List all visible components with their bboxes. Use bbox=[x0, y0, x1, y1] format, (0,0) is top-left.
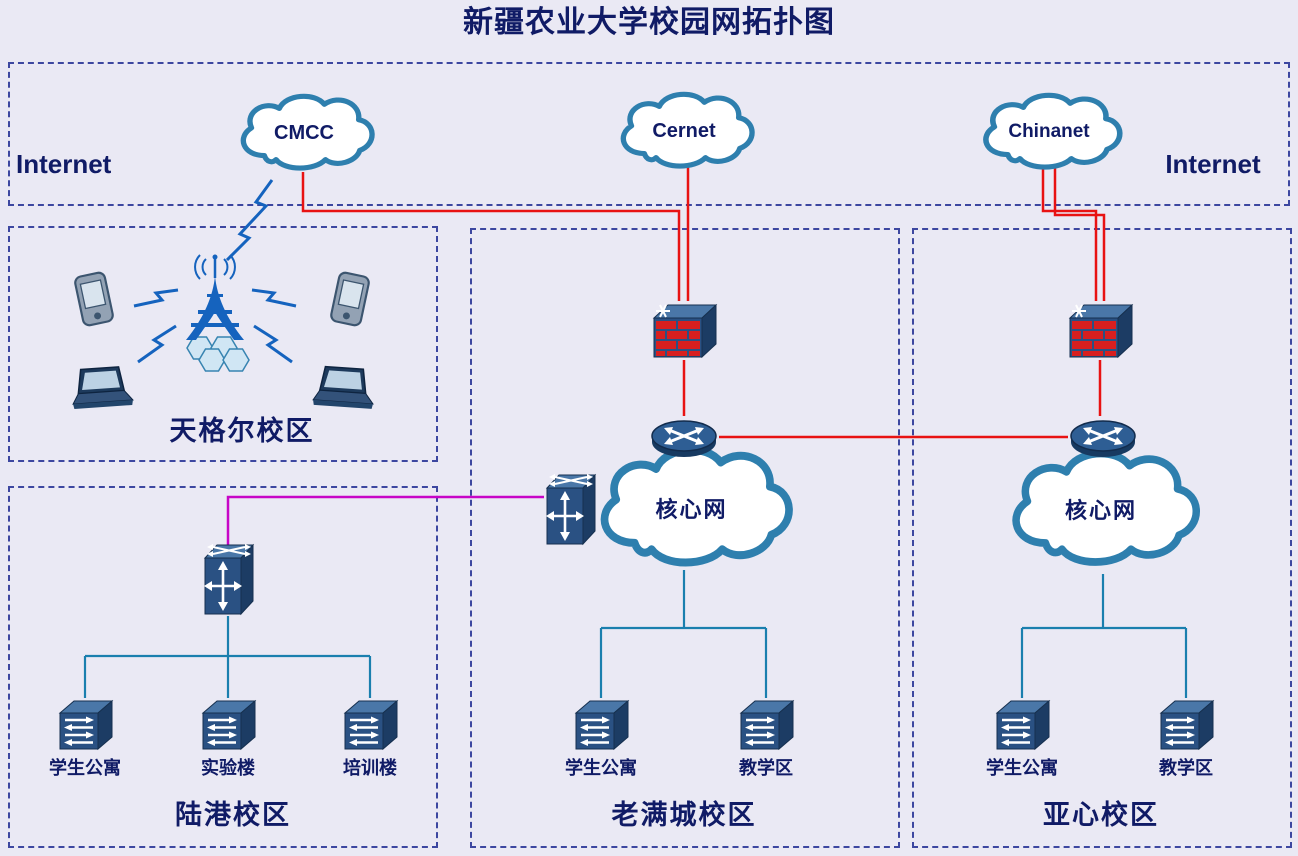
core-cloud-yaxin: 核心网 bbox=[996, 444, 1206, 574]
internet-label-right: Internet bbox=[1165, 149, 1261, 179]
distribution-switch-icon-lugang bbox=[200, 538, 258, 622]
switch-label-laomancheng-2: 教学区 bbox=[739, 758, 793, 778]
access-switch-icon-lugang-3 bbox=[340, 696, 402, 754]
pda-icon-right bbox=[325, 268, 375, 329]
router-icon-laomancheng bbox=[649, 414, 719, 462]
switch-label-laomancheng-1: 学生公寓 bbox=[565, 758, 637, 778]
cloud-shape bbox=[620, 91, 755, 169]
access-switch-icon-laomancheng-2 bbox=[736, 696, 798, 754]
switch-label-yaxin-1: 学生公寓 bbox=[986, 758, 1058, 778]
cloud-shape bbox=[240, 93, 375, 171]
access-switch-icon-lugang-1 bbox=[55, 696, 117, 754]
access-switch-icon-laomancheng-1 bbox=[571, 696, 633, 754]
lugang-campus-box bbox=[8, 486, 438, 848]
core-cloud-laomancheng-label: 核心网 bbox=[655, 496, 728, 522]
campus-label-tianger: 天格尔校区 bbox=[169, 416, 315, 446]
laptop-icon-left bbox=[70, 364, 137, 412]
access-switch-icon-yaxin-2 bbox=[1156, 696, 1218, 754]
access-switch-icon-lugang-2 bbox=[198, 696, 260, 754]
page-title: 新疆农业大学校园网拓扑图 bbox=[463, 6, 835, 39]
access-switch-icon-yaxin-1 bbox=[992, 696, 1054, 754]
switch-label-yaxin-2: 教学区 bbox=[1159, 758, 1213, 778]
cloud-cmcc: CMCC bbox=[229, 90, 379, 176]
cloud-cernet: Cernet bbox=[609, 88, 759, 174]
switch-label-lugang-3: 培训楼 bbox=[343, 758, 397, 778]
cloud-chinanet-label: Chinanet bbox=[1008, 121, 1090, 142]
campus-label-laomancheng: 老满城校区 bbox=[611, 800, 757, 830]
cloud-shape bbox=[1012, 449, 1200, 566]
cloud-cmcc-label: CMCC bbox=[274, 121, 334, 144]
campus-label-yaxin: 亚心校区 bbox=[1043, 800, 1159, 830]
router-icon-yaxin bbox=[1068, 414, 1138, 462]
switch-label-lugang-1: 学生公寓 bbox=[49, 758, 121, 778]
firewall-icon-laomancheng bbox=[648, 300, 720, 362]
firewall-icon-yaxin bbox=[1064, 300, 1136, 362]
core-cloud-yaxin-label: 核心网 bbox=[1064, 498, 1137, 523]
campus-label-lugang: 陆港校区 bbox=[175, 800, 291, 830]
switch-label-lugang-2: 实验楼 bbox=[201, 758, 255, 778]
tianger-campus-box bbox=[8, 226, 438, 462]
distribution-switch-icon-laomancheng bbox=[542, 468, 600, 552]
cloud-shape bbox=[600, 445, 793, 567]
pda-icon-left bbox=[69, 268, 119, 329]
internet-label-left: Internet bbox=[16, 149, 112, 179]
cloud-shape bbox=[983, 92, 1123, 170]
wireless-tower-icon bbox=[160, 250, 270, 374]
laptop-icon-right bbox=[312, 364, 379, 412]
core-cloud-laomancheng: 核心网 bbox=[584, 440, 799, 575]
cloud-cernet-label: Cernet bbox=[652, 119, 716, 142]
cloud-chinanet: Chinanet bbox=[971, 89, 1127, 175]
